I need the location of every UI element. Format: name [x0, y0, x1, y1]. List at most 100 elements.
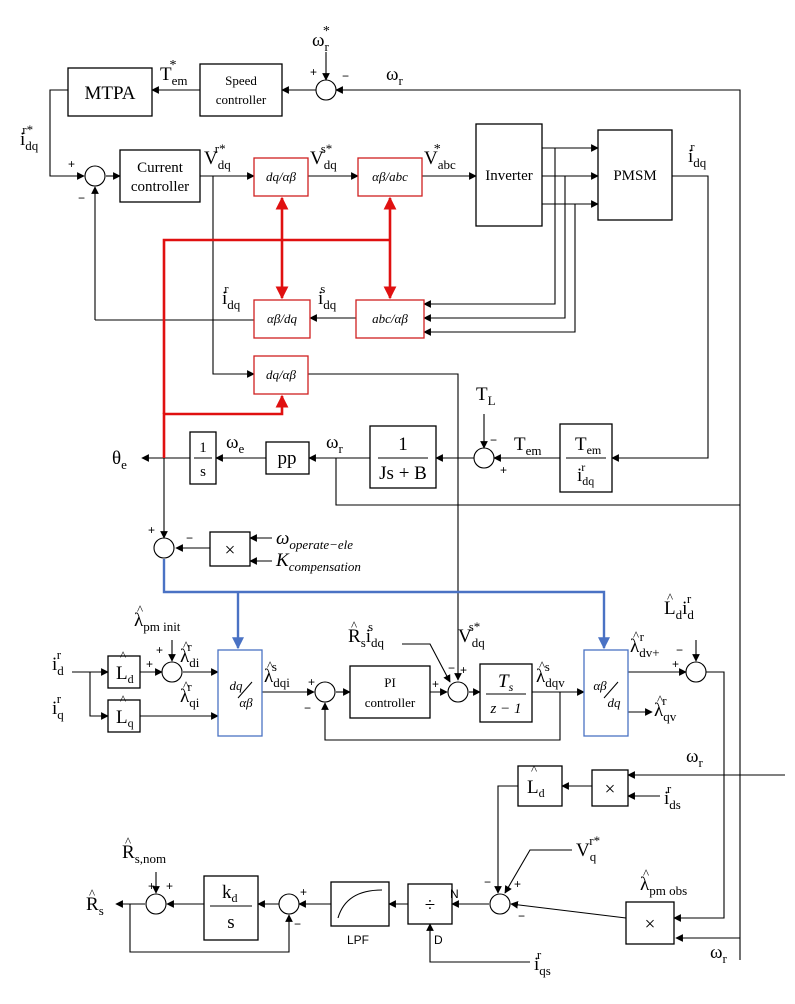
svg-text:^: ^ — [267, 658, 273, 673]
tem-label: Tem — [514, 434, 542, 458]
wires — [49, 52, 785, 963]
discrete-integrator-den: z − 1 — [490, 701, 522, 717]
alphabeta-dq-block — [253, 299, 311, 339]
pmsm-block — [597, 129, 673, 221]
iqs-r-label: iqsr — [534, 947, 551, 978]
mechanical-block — [369, 425, 437, 489]
blue-wires — [162, 559, 610, 650]
id-r-input-label: idr — [52, 647, 64, 678]
red-wires — [162, 196, 397, 458]
omega-r-mech-label: ωr — [326, 432, 344, 456]
blocks: MTPA Speed controller Current controller… — [67, 63, 675, 947]
pole-pairs-block — [265, 441, 310, 475]
svg-text:−: − — [676, 643, 683, 657]
divider-block — [407, 883, 453, 925]
torque-sum — [473, 447, 495, 469]
vabc-ref-label: Vabc* — [424, 142, 456, 172]
tem-ref-label: Tem* — [160, 58, 188, 88]
mechanical-den: Js + B — [379, 463, 427, 484]
voltage-sum — [447, 681, 469, 703]
pi-controller-label-1: PI — [384, 675, 396, 690]
signal-labels: ωr* ωr Tem* idqr* Vdqr* Vdqs* Vabc* idqr… — [20, 24, 728, 978]
lambda-dqi-label: λdqis — [264, 659, 290, 690]
kd-integrator-num: kd — [222, 882, 238, 905]
inverter-block — [475, 123, 543, 227]
integrator-num: 1 — [199, 440, 207, 456]
lpf-label: LPF — [347, 933, 369, 947]
mechanical-num: 1 — [398, 434, 408, 455]
lpf-block — [330, 881, 390, 927]
omega-e-label: ωe — [226, 432, 245, 456]
svg-text:−: − — [448, 661, 455, 675]
compensation-multiplier-label: × — [225, 540, 236, 561]
lq-block — [107, 699, 141, 733]
ld-observer-hat: ^ — [531, 762, 537, 777]
svg-text:^: ^ — [351, 618, 357, 633]
rs-output-label: Rs — [86, 894, 104, 918]
pi-controller-block — [349, 665, 431, 719]
vdq-s-ref-lower-label: Vdqs* — [458, 619, 485, 650]
dq-alphabeta-block-2 — [253, 355, 309, 395]
svg-text:+: + — [300, 885, 307, 899]
compensation-sum — [153, 537, 175, 559]
omega-r-ref-label: ωr* — [312, 24, 330, 54]
svg-text:^: ^ — [633, 628, 639, 643]
pi-controller-label-2: controller — [365, 695, 416, 710]
svg-text:^: ^ — [137, 602, 143, 617]
abc-alphabeta-label: abc/αβ — [372, 311, 408, 326]
svg-text:−: − — [294, 917, 301, 931]
discrete-integrator-num: Ts — [498, 671, 514, 694]
idq-ref-label: idqr* — [20, 122, 39, 153]
alphabeta-abc-block — [357, 157, 423, 197]
lambda-di-label: λdir — [180, 639, 200, 670]
integrator-den: s — [200, 464, 206, 480]
svg-text:+: + — [310, 65, 317, 79]
lq-label: Lq — [116, 707, 134, 730]
svg-text:−: − — [304, 701, 311, 715]
pole-pairs-label: pp — [278, 448, 297, 469]
omega-r-observer-label: ωr — [686, 746, 704, 770]
svg-text:+: + — [672, 657, 679, 671]
compensation-multiplier-block — [209, 531, 251, 567]
kd-integrator-block — [203, 875, 259, 941]
inverter-label: Inverter — [485, 168, 532, 184]
dq-alphabeta-label-2: dq/αβ — [266, 367, 296, 382]
dq-alphabeta-observer-label-1: dq — [230, 678, 244, 693]
lpf-curve-icon — [337, 889, 383, 919]
dq-alphabeta-observer-label-2: αβ — [239, 695, 253, 710]
svg-text:^: ^ — [539, 658, 545, 673]
alphabeta-dq-label: αβ/dq — [267, 311, 297, 326]
lambda-qi-label: λqir — [180, 679, 200, 710]
theta-e-label: θe — [112, 448, 127, 472]
observer-multiplier-2-label: × — [645, 914, 656, 935]
iq-r-input-label: iqr — [52, 691, 64, 722]
torque-ratio-num: Tem — [575, 434, 602, 457]
vdq-s-ref-label: Vdqs* — [310, 141, 337, 172]
summing-junctions — [84, 79, 707, 915]
rs-idq-s-label: Rsidqs — [348, 619, 385, 650]
divider-label: ÷ — [425, 895, 435, 916]
svg-text:+: + — [156, 643, 163, 657]
omega-r-bottom-label: ωr — [710, 942, 728, 966]
pmsm-label: PMSM — [613, 168, 656, 184]
current-controller-label-2: controller — [131, 179, 189, 195]
signs: + − + − − + + − + + + − + + − − + − + − … — [68, 65, 683, 947]
lambda-pm-obs-label: λpm obs — [640, 874, 687, 898]
alphabeta-dq-observer-label-2: dq — [608, 695, 622, 710]
svg-text:+: + — [308, 675, 315, 689]
rs-nom-label: Rs,nom — [122, 842, 166, 866]
abc-alphabeta-block — [355, 299, 425, 339]
mtpa-block — [67, 67, 153, 117]
lq-hat: ^ — [120, 692, 126, 707]
resistance-error-sum — [278, 893, 300, 915]
svg-text:−: − — [484, 875, 491, 889]
current-controller-label-1: Current — [137, 160, 184, 176]
current-sum — [84, 165, 106, 187]
svg-text:+: + — [146, 657, 153, 671]
voltage-balance-sum — [489, 893, 511, 915]
svg-text:^: ^ — [657, 692, 663, 707]
ids-r-label: idsr — [664, 781, 681, 812]
alphabeta-dq-observer-label-1: αβ — [593, 678, 607, 693]
